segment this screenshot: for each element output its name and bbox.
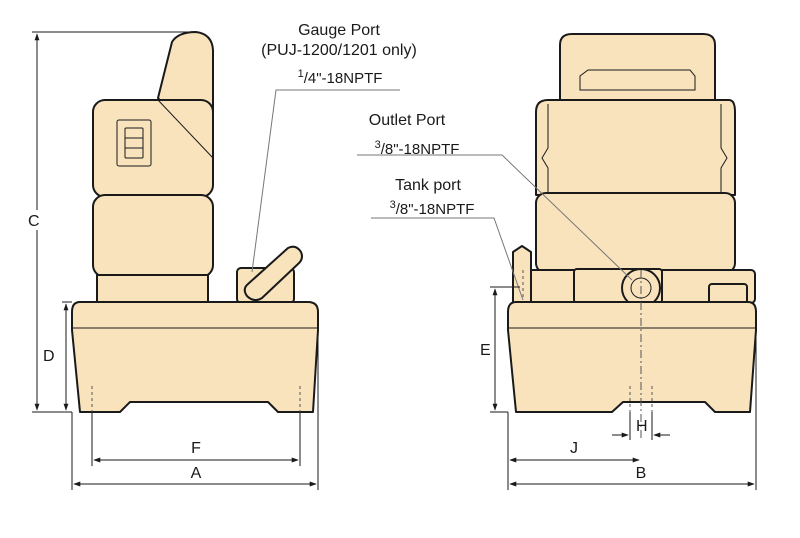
outlet-port-size: 3/8"-18NPTF bbox=[375, 139, 460, 158]
gauge-port-leader bbox=[251, 89, 400, 273]
tank-port-leader bbox=[371, 217, 524, 301]
side-motor-upper bbox=[92, 99, 214, 198]
outlet-port-callout: Outlet Port 3/8"-18NPTF bbox=[357, 112, 633, 281]
front-handle bbox=[559, 33, 716, 103]
front-motor-lower bbox=[535, 192, 736, 274]
dimension-c: C bbox=[26, 31, 196, 411]
dimension-d: D bbox=[32, 301, 72, 413]
dimension-b: B bbox=[509, 330, 757, 490]
dimension-label-c: C bbox=[28, 213, 40, 230]
outlet-port-leader bbox=[357, 154, 633, 281]
tank-port-fitting bbox=[512, 245, 532, 304]
side-neck bbox=[96, 274, 209, 304]
gauge-port-title: Gauge Port bbox=[298, 22, 380, 39]
dimension-label-e: E bbox=[480, 342, 491, 359]
side-view bbox=[71, 31, 319, 413]
gauge-port-callout: Gauge Port (PUJ-1200/1201 only) 1/4"-18N… bbox=[251, 22, 417, 273]
tank-port-title: Tank port bbox=[395, 177, 461, 194]
side-reservoir bbox=[71, 301, 319, 413]
switch-icon bbox=[116, 119, 152, 167]
dimension-label-d: D bbox=[43, 348, 55, 365]
dimension-a: A bbox=[71, 330, 319, 490]
dimension-e: E bbox=[480, 286, 520, 413]
dimension-label-b: B bbox=[636, 465, 647, 482]
tank-port-callout: Tank port 3/8"-18NPTF bbox=[371, 177, 524, 301]
dimension-j: J bbox=[507, 412, 640, 490]
dimension-f: F bbox=[91, 412, 301, 466]
gauge-port-elbow bbox=[243, 245, 303, 302]
dimension-label-h: H bbox=[636, 418, 648, 435]
dimension-label-a: A bbox=[191, 465, 202, 482]
handle-grip-slot bbox=[579, 69, 696, 91]
front-motor-upper bbox=[535, 99, 736, 196]
side-motor-lower bbox=[92, 194, 214, 278]
front-view bbox=[507, 33, 757, 440]
gauge-port-size: 1/4"-18NPTF bbox=[298, 68, 383, 87]
dimension-label-f: F bbox=[191, 440, 201, 457]
dimension-label-j: J bbox=[570, 440, 578, 457]
outlet-port-title: Outlet Port bbox=[369, 112, 446, 129]
front-reservoir bbox=[507, 301, 757, 413]
gauge-port-note: (PUJ-1200/1201 only) bbox=[261, 42, 417, 59]
tank-port-size: 3/8"-18NPTF bbox=[390, 199, 475, 218]
dimension-h: H bbox=[612, 412, 670, 440]
